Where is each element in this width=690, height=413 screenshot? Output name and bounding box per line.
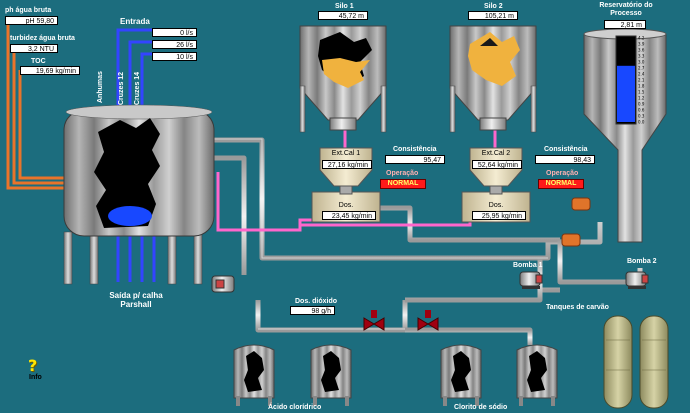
process-reservoir: 4.23.93.63.33.02.72.42.11.81.51.20.90.60…	[583, 28, 667, 243]
chlorite-tank-1	[440, 344, 482, 406]
dioxide-label: Dos. dióxido	[295, 298, 337, 305]
mixing-tank	[63, 104, 215, 285]
flow-valves	[561, 197, 591, 247]
mixing-tank-window	[94, 118, 160, 228]
reservoir-title: Reservatório do Processo	[599, 2, 653, 17]
pipe-label-cruzes-14: Cruzes 14	[134, 71, 141, 105]
reservoir-scale-tick: 0.6	[638, 108, 645, 113]
chlorite-tank-2	[516, 344, 558, 406]
reservoir-scale-tick: 1.5	[638, 90, 645, 95]
reservoir-scale-tick: 2.1	[638, 78, 645, 83]
silo-2	[449, 25, 537, 223]
reservoir-scale-tick: 2.4	[638, 72, 645, 77]
pump-1-icon	[519, 271, 543, 289]
outlet-label: Saída p/ calha Parshall	[109, 291, 163, 309]
silo-2-consistency-value: 98,43	[535, 155, 595, 164]
hcl-tank-2	[310, 344, 352, 406]
silo-2-level: 105,21 m	[468, 11, 518, 20]
chlorite-label: Clorito de sódio	[454, 404, 508, 411]
pipe-label-cruzes-12: Cruzes 12	[118, 71, 125, 105]
silo-1-dosing-label: Dos.	[338, 202, 354, 209]
info-label: Info	[29, 374, 42, 381]
reservoir-scale-tick: 2.7	[638, 66, 645, 71]
reservoir-scale-tick: 3.0	[638, 60, 645, 65]
ph-label: ph água bruta	[5, 7, 52, 14]
silo-1-title: Silo 1	[335, 3, 354, 10]
reservoir-scale-tick: 0.3	[638, 114, 645, 119]
silo-1-consistency-value: 95,47	[385, 155, 445, 164]
reservoir-scale-tick: 1.2	[638, 96, 645, 101]
outlet-pump-icon	[211, 275, 235, 293]
reservoir-scale-tick: 3.9	[638, 42, 645, 47]
silo-1	[299, 25, 387, 223]
valve-1-icon	[363, 310, 385, 331]
valve-2-icon	[417, 310, 439, 331]
hcl-tank-1	[233, 344, 275, 406]
inlet-flow-3: 10 l/s	[152, 52, 197, 61]
reservoir-scale-tick: 3.3	[638, 54, 645, 59]
reservoir-scale-tick: 1.8	[638, 84, 645, 89]
silo-1-extractor-label: Ext.Cal 1	[331, 150, 361, 157]
inlet-flow-1: 0 l/s	[152, 28, 197, 37]
toc-value: 19,69 kg/min	[20, 66, 80, 75]
silo-1-product	[322, 58, 370, 88]
reservoir-scale-tick: 0.9	[638, 102, 645, 107]
reservoir-level-value: 2,81 m	[604, 20, 646, 29]
turbidity-label: turbidez água bruta	[10, 35, 75, 42]
inlet-flow-2: 26 l/s	[152, 40, 197, 49]
pump-2-icon	[625, 271, 649, 289]
reservoir-scale-tick: 3.6	[638, 48, 645, 53]
silo-2-dosing-value: 25,95 kg/min	[472, 211, 526, 220]
silo-2-operation-label: Operação	[546, 170, 579, 177]
reservoir-scale-tick: 4.2	[638, 36, 645, 41]
chemical-tanks	[233, 344, 558, 406]
dioxide-valves	[363, 310, 439, 331]
pump-1-label: Bomba 1	[513, 262, 543, 269]
silo-2-operation-status: NORMAL	[538, 179, 584, 189]
hcl-label: Ácido clorídrico	[268, 404, 322, 411]
turbidity-value: 3,2 NTU	[10, 44, 58, 53]
pumps	[211, 271, 649, 293]
inlet-title: Entrada	[120, 17, 150, 26]
silo-2-dosing-label: Dos.	[488, 202, 504, 209]
carbon-tanks-label: Tanques de carvão	[546, 304, 609, 311]
silo-1-dosing-value: 23,45 kg/min	[322, 211, 376, 220]
silo-1-operation-status: NORMAL	[380, 179, 426, 189]
mixing-tank-legs	[63, 231, 203, 285]
silo-1-extractor-value: 27,16 kg/min	[322, 160, 372, 169]
pipe-highlights	[214, 138, 548, 330]
reservoir-level-bar	[617, 65, 635, 122]
silo-2-extractor-value: 52,64 kg/min	[472, 160, 522, 169]
pipe-label-anhumas: Anhumas	[97, 71, 104, 103]
silo-2-extractor-label: Ext.Cal 2	[481, 150, 511, 157]
silo-1-operation-label: Operação	[386, 170, 419, 177]
ph-value: pH 59,80	[5, 16, 58, 25]
help-icon: ?	[28, 356, 38, 375]
reservoir-scale-tick: 0.0	[638, 120, 645, 125]
mixing-tank-liquid	[108, 206, 152, 226]
info-button[interactable]: ? Info	[26, 356, 48, 382]
silo-2-title: Silo 2	[484, 3, 503, 10]
pump-2-label: Bomba 2	[627, 258, 657, 265]
carbon-tanks	[603, 315, 669, 409]
silo-1-level: 45,72 m	[318, 11, 368, 20]
silo-2-consistency-label: Consistência	[544, 146, 588, 153]
dioxide-value: 98 g/h	[290, 306, 335, 315]
toc-label: TOC	[31, 58, 46, 65]
silo-1-consistency-label: Consistência	[393, 146, 437, 153]
reservoir-scale: 4.23.93.63.33.02.72.42.11.81.51.20.90.60…	[638, 36, 645, 125]
